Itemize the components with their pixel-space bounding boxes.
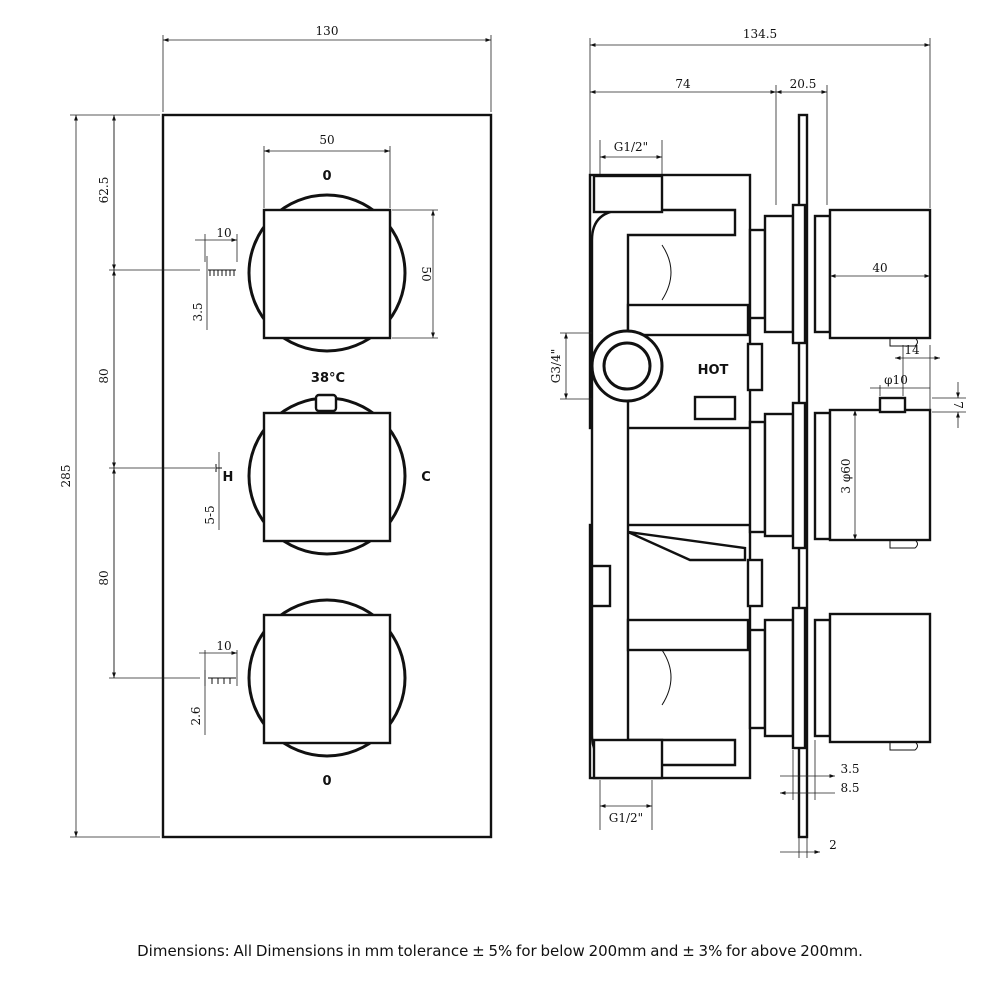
front-width-label: 130 bbox=[316, 24, 339, 38]
handle-width-label: 50 bbox=[319, 133, 334, 147]
top-handle bbox=[247, 193, 407, 353]
top-marker-width-label: 10 bbox=[216, 226, 231, 240]
side-handle-bottom bbox=[748, 606, 932, 751]
temperature-stop-button bbox=[314, 393, 338, 413]
spindle-diameter-label: φ10 bbox=[884, 373, 908, 387]
rosette-diameter-label: 3 φ60 bbox=[839, 458, 853, 493]
front-view: 130 285 62.5 80 80 bbox=[59, 24, 493, 839]
body-depth-label: 74 bbox=[675, 77, 691, 91]
plate-depth-label: 20.5 bbox=[790, 77, 817, 91]
bottom-handle bbox=[247, 598, 407, 758]
small-dim-1-label: 3.5 bbox=[840, 762, 859, 776]
plate-thickness-label: 2 bbox=[829, 838, 837, 852]
side-view: 134.5 74 20.5 G1/2" HOT bbox=[549, 27, 966, 858]
cold-label: C bbox=[421, 470, 431, 485]
middle-handle bbox=[247, 393, 407, 556]
top-offset-label: 62.5 bbox=[97, 177, 111, 204]
front-height-label: 285 bbox=[59, 465, 73, 488]
inlet-side-label: G3/4" bbox=[549, 349, 563, 383]
hot-inlet-label: HOT bbox=[698, 363, 729, 378]
top-marker-depth-label: 3.5 bbox=[191, 302, 205, 321]
inlet-bottom-label: G1/2" bbox=[609, 811, 643, 825]
top-zero-label: 0 bbox=[322, 169, 331, 184]
inlet-top-label: G1/2" bbox=[614, 140, 648, 154]
spacing-2-label: 80 bbox=[97, 570, 111, 585]
hot-label: H bbox=[223, 470, 234, 485]
bottom-marker-width-label: 10 bbox=[216, 639, 231, 653]
side-handle-middle bbox=[748, 396, 932, 550]
dimensions-footnote: Dimensions: All Dimensions in mm toleran… bbox=[137, 942, 863, 960]
overall-depth-label: 134.5 bbox=[743, 27, 777, 41]
spindle-projection-label: 7 bbox=[951, 401, 965, 409]
mid-marker-depth-label: 5-5 bbox=[203, 505, 217, 524]
bottom-zero-label: 0 bbox=[322, 774, 331, 789]
small-dim-2-label: 8.5 bbox=[840, 781, 859, 795]
handle-depth-label: 40 bbox=[872, 261, 887, 275]
side-handle-top bbox=[748, 203, 932, 347]
spacing-1-label: 80 bbox=[97, 368, 111, 383]
temperature-label: 38°C bbox=[311, 371, 345, 386]
handle-height-label: 50 bbox=[419, 266, 433, 281]
spindle-offset-label: 14 bbox=[904, 343, 920, 357]
bottom-marker-depth-label: 2.6 bbox=[189, 706, 203, 725]
